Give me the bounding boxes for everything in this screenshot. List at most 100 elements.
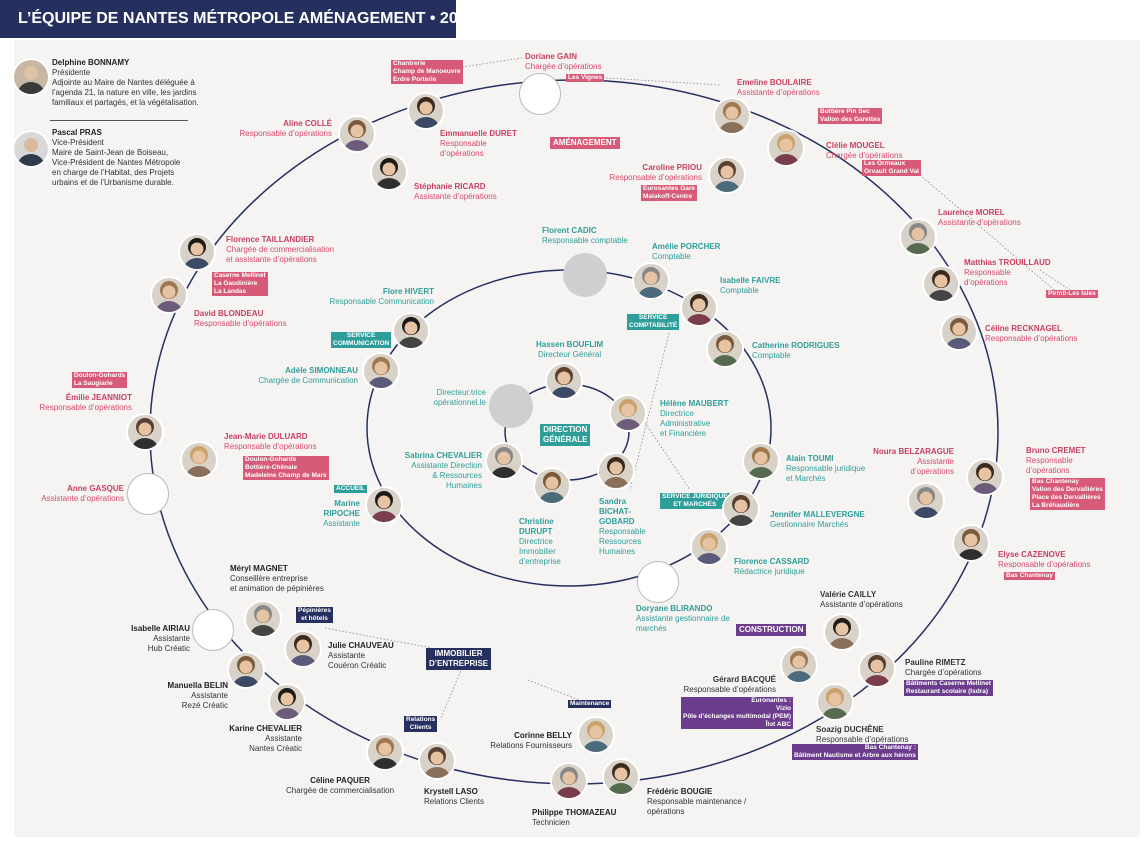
portrait-avatar [362, 352, 400, 390]
portrait-avatar [816, 683, 854, 721]
portrait-avatar [899, 218, 937, 256]
tag-accueil: ACCUEIL [334, 485, 367, 493]
presidency-divider [50, 120, 188, 121]
portrait-avatar [338, 115, 376, 153]
portrait-avatar [284, 630, 322, 668]
placeholder-avatar-blirando [637, 561, 679, 603]
tag-les-vignes: Les Vignes [566, 74, 605, 82]
portrait-avatar [418, 742, 456, 780]
portrait-avatar [150, 276, 188, 314]
vacant-circle-directeur [489, 384, 533, 428]
portrait-avatar [597, 452, 635, 490]
portrait-avatar [780, 646, 818, 684]
portrait-avatar [690, 528, 728, 566]
section-construction: CONSTRUCTION [736, 624, 807, 636]
portrait-avatar [706, 330, 744, 368]
vacant-circle-cadic [563, 253, 607, 297]
portrait-avatar [940, 313, 978, 351]
portrait-avatar [952, 524, 990, 562]
portrait-avatar [545, 362, 583, 400]
portrait-avatar [366, 733, 404, 771]
portrait-avatar [966, 458, 1004, 496]
tag-bas-chantenay: Bas Chantenay [1004, 572, 1055, 580]
tag-bas-chantenay-nautisme: Bas Chantenay :Bâtiment Nautisme et Arbr… [792, 744, 918, 760]
portrait-avatar [126, 413, 164, 451]
portrait-avatar [767, 129, 805, 167]
portrait-avatar [533, 467, 571, 505]
portrait-avatar [485, 442, 523, 480]
presidente-block: Delphine BONNAMY Présidente Adjointe au … [52, 58, 199, 107]
portrait-avatar [632, 262, 670, 300]
portrait-avatar [907, 482, 945, 520]
portrait-avatar [180, 441, 218, 479]
vice-president-block: Pascal PRAS Vice-Président Maire de Sain… [52, 128, 181, 187]
portrait-avatar [722, 490, 760, 528]
portrait-avatar [550, 762, 588, 800]
portrait-avatar [609, 394, 647, 432]
portrait-avatar [708, 156, 746, 194]
page-title: L’ÉQUIPE DE NANTES MÉTROPOLE AMÉNAGEMENT… [0, 0, 476, 38]
portrait-avatar [178, 233, 216, 271]
portrait-avatar [922, 265, 960, 303]
portrait-avatar [227, 651, 265, 689]
portrait-avatar [244, 600, 282, 638]
portrait-avatar [268, 683, 306, 721]
tag-maintenance: Maintenance [568, 700, 612, 708]
section-amenagement: AMÉNAGEMENT [550, 137, 620, 149]
portrait-avatar [823, 613, 861, 651]
portrait-avatar [370, 153, 408, 191]
portrait-avatar [392, 312, 430, 350]
portrait-avatar [577, 716, 615, 754]
portrait-avatar [407, 92, 445, 130]
placeholder-avatar-gasque [127, 473, 169, 515]
avatar-vice-president [12, 130, 50, 168]
portrait-avatar [365, 486, 403, 524]
